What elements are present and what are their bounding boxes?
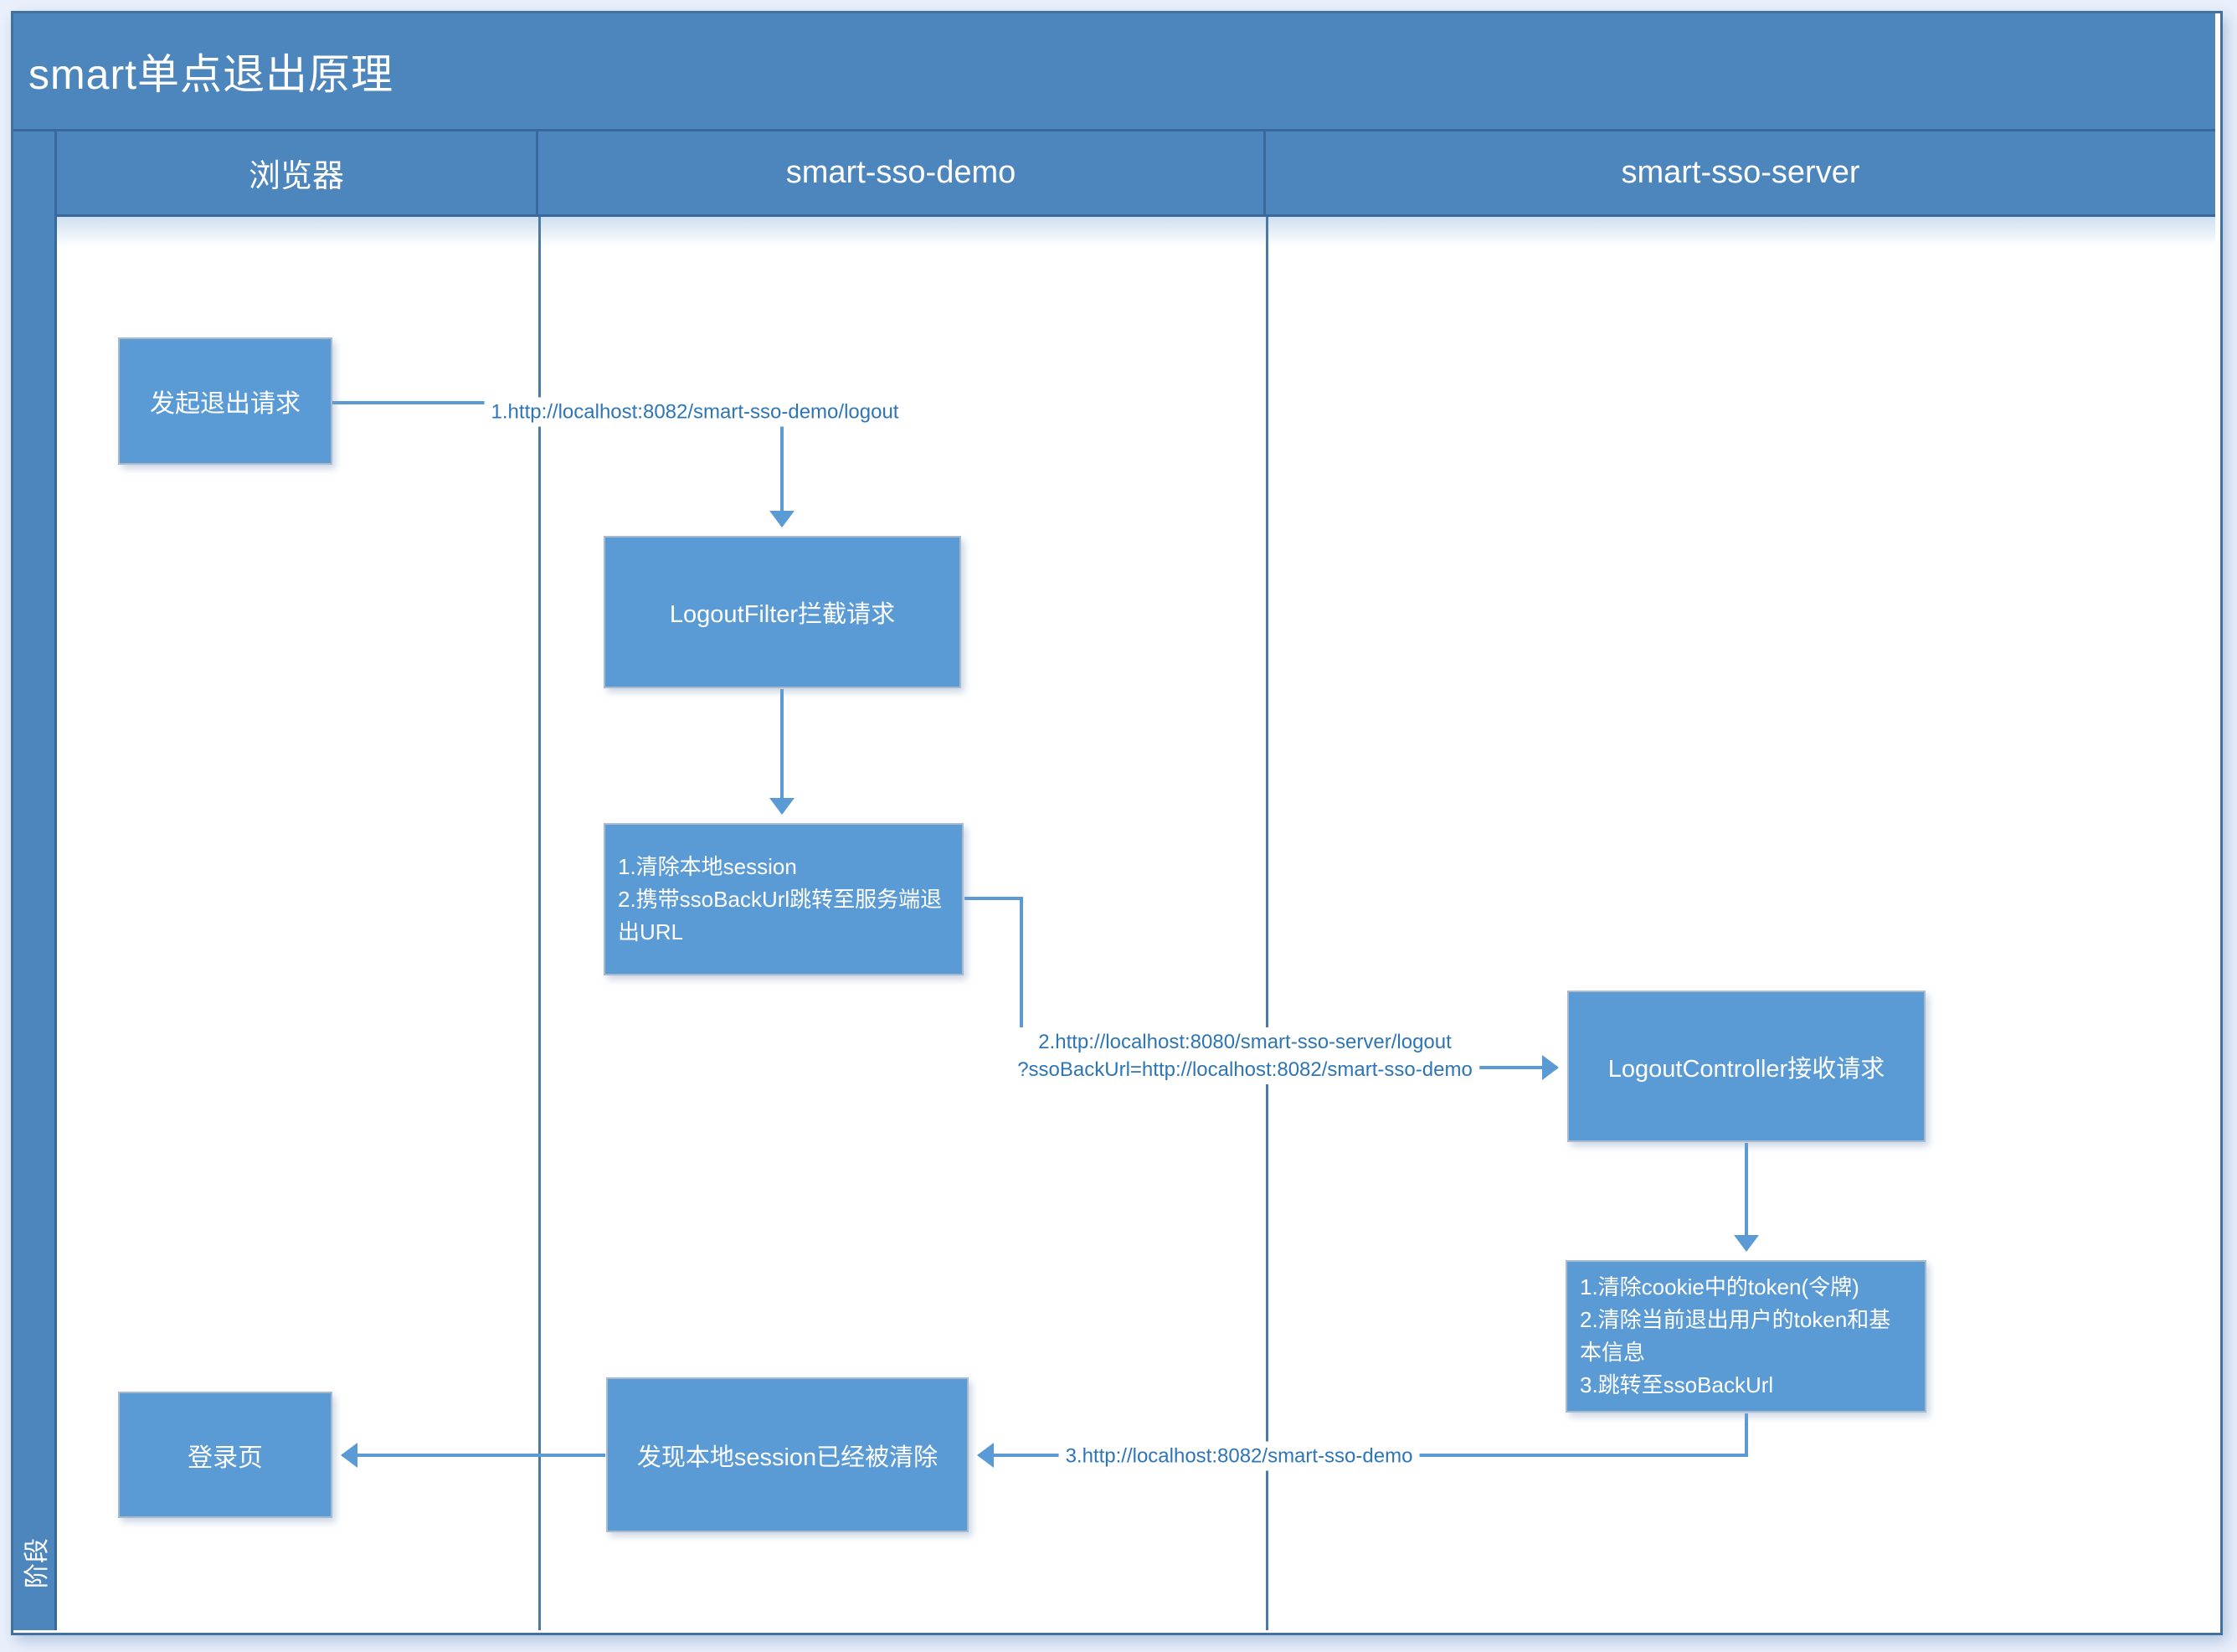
edge-label-step2: 2.http://localhost:8080/smart-sso-server…	[1011, 1027, 1479, 1084]
lane-divider-1	[538, 217, 541, 1630]
title-band: smart单点退出原理	[13, 13, 2215, 131]
node-clear-token: 1.清除cookie中的token(令牌) 2.清除当前退出用户的token和基…	[1566, 1260, 1926, 1413]
edge-label-step1: 1.http://localhost:8082/smart-sso-demo/l…	[484, 397, 906, 427]
node-login-page: 登录页	[118, 1392, 332, 1518]
node-logout-filter: LogoutFilter拦截请求	[604, 536, 961, 688]
edge-label-step3: 3.http://localhost:8082/smart-sso-demo	[1058, 1441, 1420, 1471]
phase-strip: 阶段	[13, 131, 57, 1630]
lane-header-smart-sso-server: smart-sso-server	[1266, 131, 2215, 217]
node-clear-local-session: 1.清除本地session 2.携带ssoBackUrl跳转至服务端退出URL	[604, 823, 964, 975]
lane-header-smart-sso-demo: smart-sso-demo	[538, 131, 1266, 217]
phase-strip-label: 阶段	[23, 1538, 51, 1588]
node-logout-controller: LogoutController接收请求	[1567, 991, 1926, 1142]
node-initiate-logout: 发起退出请求	[118, 337, 332, 465]
diagram-title: smart单点退出原理	[28, 51, 393, 98]
lane-divider-2	[1266, 217, 1268, 1630]
node-session-already-cleared: 发现本地session已经被清除	[606, 1377, 969, 1532]
lane-header-browser: 浏览器	[57, 131, 538, 217]
